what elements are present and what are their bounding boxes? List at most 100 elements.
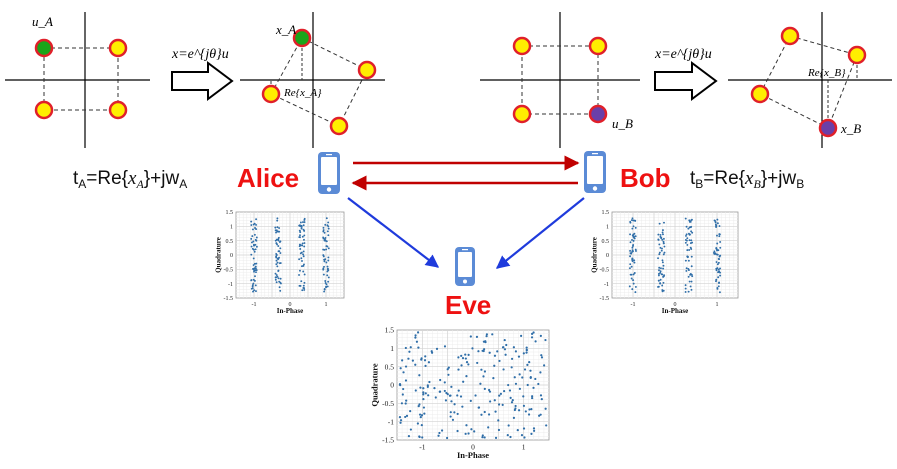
scatter-point [716,242,719,245]
scatter-point [426,384,429,387]
scatter-point [516,429,519,432]
label-u-a: u_A [32,14,53,29]
scatter-point [302,284,305,287]
scatter-point [456,412,459,416]
scatter-point [467,363,470,366]
scatter-point [691,275,694,278]
scatter-point [658,253,661,256]
scatter-point [253,222,256,225]
scatter-point [523,368,527,371]
scatter-point [690,273,693,276]
scatter-point [496,350,499,353]
y-tick-label: -0.5 [224,267,234,273]
scatter-point [630,251,633,253]
equation-t-b: tB=Re{xB}+jwB [690,168,805,191]
scatter-point [402,371,405,374]
scatter-point [252,267,254,270]
scatter-point [689,273,692,276]
scatter-point [250,253,253,256]
scatter-point [530,332,534,335]
scatter-point [659,282,662,285]
scatter-point [659,271,662,274]
scatter-point [276,217,279,220]
scatter-point [449,411,452,414]
scatter-point [275,242,278,245]
transform-label-b: x=e^{jθ}u [654,47,712,62]
scatter-point [253,279,256,282]
constellation-point [357,60,377,80]
scatter-point [473,430,476,433]
scatter-point [274,272,277,275]
constellation-point [108,38,128,58]
scatter-point [657,257,660,260]
scatter-point [691,231,694,234]
scatter-point [427,394,430,397]
scatter-point [457,356,460,359]
scatter-point [399,419,403,422]
scatter-point [633,272,636,274]
scatter-point [631,288,634,291]
scatter-point [449,415,452,418]
scatter-point [634,285,637,288]
scatter-point [415,340,419,343]
scatter-point [631,258,634,261]
scatter-point [303,245,306,248]
scatter-point [399,421,402,424]
scatter-point [443,389,446,393]
scatter-point [719,240,722,243]
scatter-point [404,365,408,368]
scatter-point [251,235,254,238]
scatter-point [254,243,257,246]
scatter-point [440,429,444,432]
scatter-point [539,413,542,416]
scatter-point [447,373,450,376]
scatter-point [523,436,526,439]
scatter-point [404,402,407,405]
scatter-point [689,285,692,288]
scatter-point [276,219,279,222]
scatter-point [485,333,488,336]
block-arrow-icon [654,61,718,101]
scatter-point [254,269,257,272]
scatter-point [716,287,719,289]
x-axis-label: In-Phase [662,307,688,315]
scatter-point [277,277,280,280]
scatter-point [497,419,500,422]
scatter-point [302,224,305,227]
scatter-point [631,227,634,230]
scatter-point [275,252,278,255]
scatter-point [685,269,688,272]
scatter-point [300,265,303,268]
scatter-point [461,405,464,408]
scatter-point [422,406,426,409]
scatter-point [663,245,666,248]
scatter-point [628,285,631,288]
scatter-point [253,289,256,292]
scatter-point [514,407,517,410]
scatter-point [418,413,422,416]
scatter-point [690,265,693,268]
scatter-point [253,267,256,270]
scatter-point [325,261,328,264]
scatter-point [660,236,663,239]
y-tick-label: -0.5 [382,399,394,408]
scatter-point [540,356,544,359]
scatter-point [298,258,301,261]
scatter-point [514,404,517,408]
scatter-point [326,224,329,227]
scatter-point [255,271,257,274]
scatter-point [327,256,330,259]
scatter-point [419,416,422,419]
scatter-point [657,285,659,288]
scatter-point [502,368,505,371]
scatter-point [630,219,633,222]
scatter-point [526,363,529,366]
scatter-point [279,247,282,250]
scatter-point [718,235,721,238]
scatter-point [460,354,463,357]
scatter-point [632,243,635,246]
scatter-point [255,269,258,272]
scatter-point [630,273,633,276]
scatter-point [718,258,721,261]
